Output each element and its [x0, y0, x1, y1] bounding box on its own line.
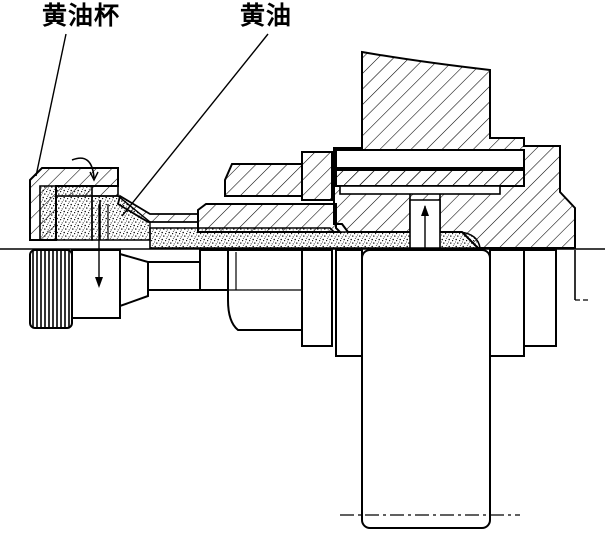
nut-lower — [147, 249, 303, 331]
grease-channel — [149, 199, 481, 249]
grease-cup — [29, 157, 151, 329]
flow-arrow-down — [95, 205, 103, 288]
bolt-sleeve — [116, 151, 343, 233]
washer-lower — [301, 249, 363, 357]
wheel-rim — [361, 249, 590, 529]
leader-grease-cup — [35, 33, 67, 177]
grease-cup-label: 黄油杯 — [42, 1, 121, 30]
grease-label: 黄油 — [240, 1, 293, 30]
leader-grease — [121, 33, 269, 217]
